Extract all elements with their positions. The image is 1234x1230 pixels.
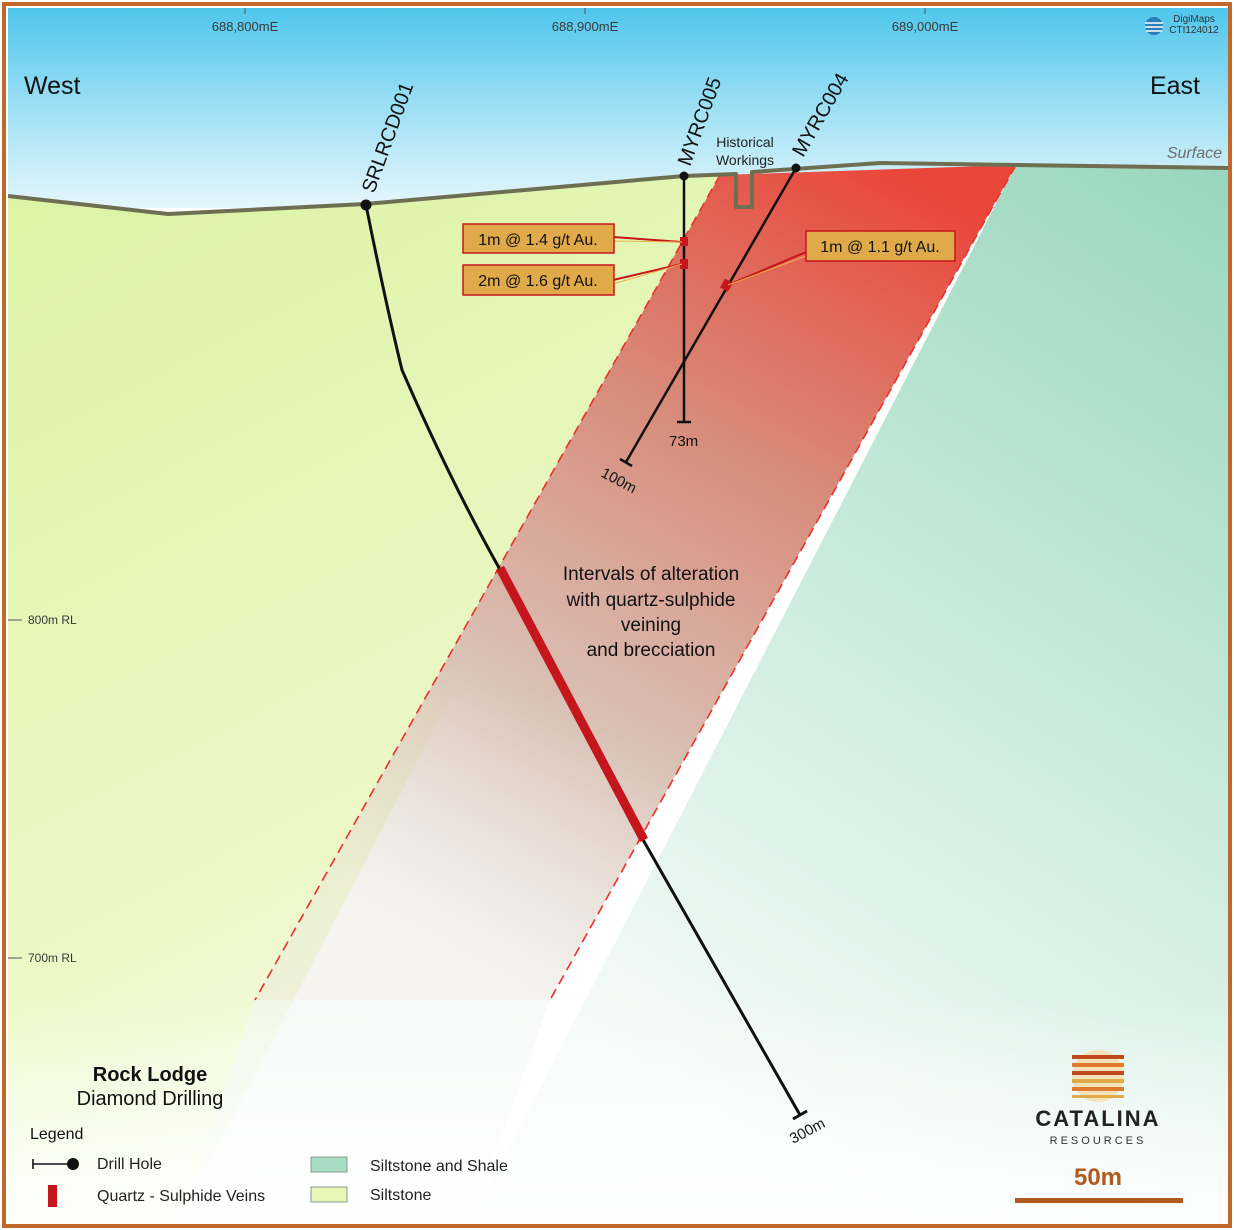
quartz-vein-interval [720,278,733,292]
historical-workings-label: Historical [716,134,774,150]
intercept-text: 1m @ 1.4 g/t Au. [478,232,597,249]
easting-label: 688,800mE [212,19,279,34]
zone-text-line: with quartz-sulphide [566,590,736,611]
end-of-hole-marker [792,1109,808,1121]
credit-line-2: CTI124012 [1169,25,1219,36]
zone-text-line: veining [621,615,681,636]
topographic-surface [7,161,1229,216]
legend-title: Legend [30,1126,83,1143]
scale-bar [1015,1198,1183,1203]
intercept-text: 2m @ 1.6 g/t Au. [478,273,597,290]
project-subtitle: Diamond Drilling [77,1088,224,1110]
intercept-callout: 1m @ 1.4 g/t Au. [462,223,683,254]
historical-workings-label: Workings [716,152,774,168]
collar-myrc004 [791,163,801,173]
quartz-vein-interval [680,259,688,269]
intercept-text: 1m @ 1.1 g/t Au. [820,239,939,256]
zone-text-line: and brecciation [587,640,716,661]
alteration-boundary-west [254,174,721,1001]
east-label: East [1150,72,1200,100]
credit-line-1: DigiMaps [1173,14,1215,25]
hole-depth-myrc005: 73m [669,433,698,450]
alteration-zone-description: Intervals of alteration with quartz-sulp… [563,564,739,661]
quartz-vein-interval [680,237,688,246]
legend-label-shale: Siltstone and Shale [370,1158,508,1175]
rl-label: 700m RL [28,951,77,965]
legend: Legend Drill Hole Quartz - Sulphide Vein… [30,1126,508,1207]
surface-label: Surface [1167,145,1222,162]
vein-legend-swatch [48,1185,57,1207]
intercept-callout: 2m @ 1.6 g/t Au. [462,263,683,296]
zone-text-line: Intervals of alteration [563,564,739,585]
quartz-vein-interval [496,565,648,843]
siltstone-shale-unit [470,165,1228,1224]
scale-bar-label: 50m [1074,1164,1122,1191]
collar-myrc005 [679,171,689,181]
digimaps-logo-icon [1145,17,1163,35]
siltstone-unit [8,175,720,1224]
catalina-logo-icon [1072,1050,1124,1102]
drill-hole-myrc004 [624,167,798,463]
legend-label-siltstone: Siltstone [370,1187,431,1204]
bottom-fade [8,1000,1228,1224]
legend-label-drill-hole: Drill Hole [97,1156,162,1173]
easting-label: 689,000mE [892,19,959,34]
alteration-zone [255,165,1016,1000]
rl-label: 800m RL [28,613,77,627]
west-label: West [24,72,81,100]
easting-label: 688,900mE [552,19,619,34]
shale-legend-swatch [310,1156,348,1173]
drill-hole-legend-icon [32,1158,79,1170]
collar-srlrcd001 [360,199,372,211]
intercept-callout: 1m @ 1.1 g/t Au. [727,230,956,286]
siltstone-legend-swatch [310,1186,348,1203]
company-subtitle: RESOURCES [1050,1135,1147,1147]
drill-hole-srlrcd001 [364,204,802,1116]
end-of-hole-marker [619,457,633,468]
project-title: Rock Lodge [93,1064,207,1086]
legend-label-veins: Quartz - Sulphide Veins [97,1188,265,1205]
company-name: CATALINA [1035,1106,1160,1131]
